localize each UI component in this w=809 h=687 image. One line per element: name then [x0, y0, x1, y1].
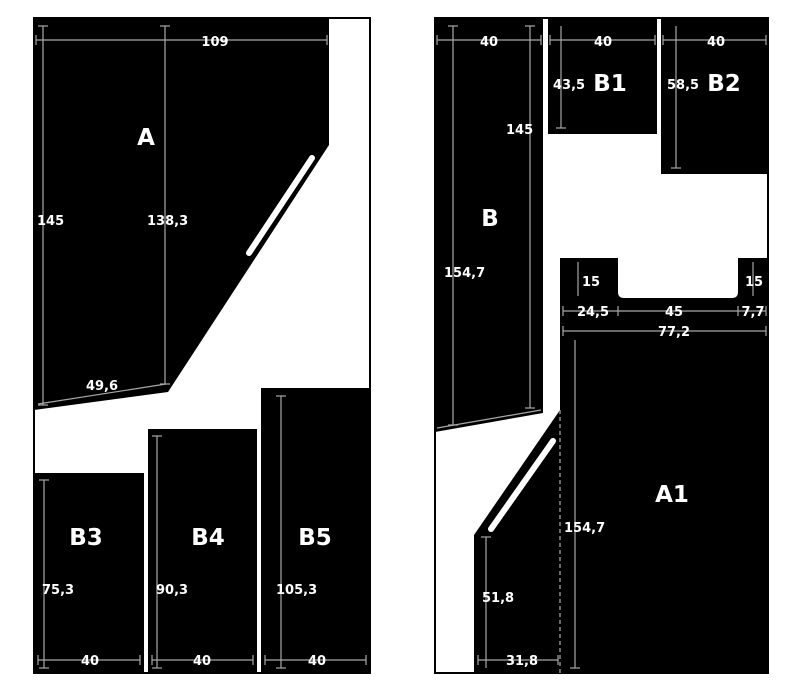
label-b3: B3 [69, 525, 103, 551]
dim-b-height-outer: 154,7 [444, 266, 485, 281]
dim-notch-right-depth: 15 [745, 275, 763, 290]
label-b4: B4 [191, 525, 225, 551]
label-a: A [137, 125, 155, 151]
piece-b4 [148, 429, 257, 673]
dim-b1-height: 43,5 [553, 78, 585, 93]
label-b2: B2 [707, 71, 741, 97]
dim-notch-width: 45 [665, 305, 683, 320]
dim-b5-height: 105,3 [276, 583, 317, 598]
dim-a1-width: 77,2 [658, 325, 690, 340]
dim-b-height-inner: 145 [506, 123, 533, 138]
dim-b4-height: 90,3 [156, 583, 188, 598]
piece-b3 [34, 473, 144, 673]
piece-b [435, 18, 543, 432]
label-b1: B1 [593, 71, 627, 97]
dim-b5-width: 40 [308, 654, 326, 669]
dim-a1-small-height: 51,8 [482, 591, 514, 606]
right-dimension-lines [436, 25, 767, 669]
left-dimension-lines [35, 25, 367, 669]
dim-a-height-inner: 138,3 [147, 214, 188, 229]
piece-a-slot [246, 155, 315, 256]
piece-b5 [261, 388, 370, 673]
dim-b1-width: 40 [594, 35, 612, 50]
dim-b3-height: 75,3 [42, 583, 74, 598]
piece-a1-slot [488, 438, 556, 532]
dim-a-width: 109 [201, 35, 228, 50]
dim-b-width: 40 [480, 35, 498, 50]
dim-b2-height: 58,5 [667, 78, 699, 93]
dim-b3-width: 40 [81, 654, 99, 669]
label-a1: A1 [655, 482, 689, 508]
piece-a1 [474, 258, 768, 673]
piece-b1 [548, 18, 657, 134]
dim-a-bottom-edge: 49,6 [86, 379, 118, 394]
label-b: B [481, 206, 499, 232]
dim-notch-right-offset: 7,7 [741, 305, 764, 320]
dim-notch-left-offset: 24,5 [577, 305, 609, 320]
label-b5: B5 [298, 525, 332, 551]
left-sheet: A B3 B4 B5 109 145 138,3 49,6 75,3 90,3 … [33, 17, 371, 674]
dim-a1-height: 154,7 [564, 521, 605, 536]
dim-a-height-left: 145 [37, 214, 64, 229]
dim-b4-width: 40 [193, 654, 211, 669]
piece-b2 [661, 18, 768, 174]
right-sheet: B B1 B2 A1 40 40 40 145 154,7 43,5 58,5 … [434, 17, 769, 674]
dim-b2-width: 40 [707, 35, 725, 50]
piece-a [34, 18, 329, 410]
dim-notch-left-depth: 15 [582, 275, 600, 290]
dim-a1-bottom-width: 31,8 [506, 654, 538, 669]
